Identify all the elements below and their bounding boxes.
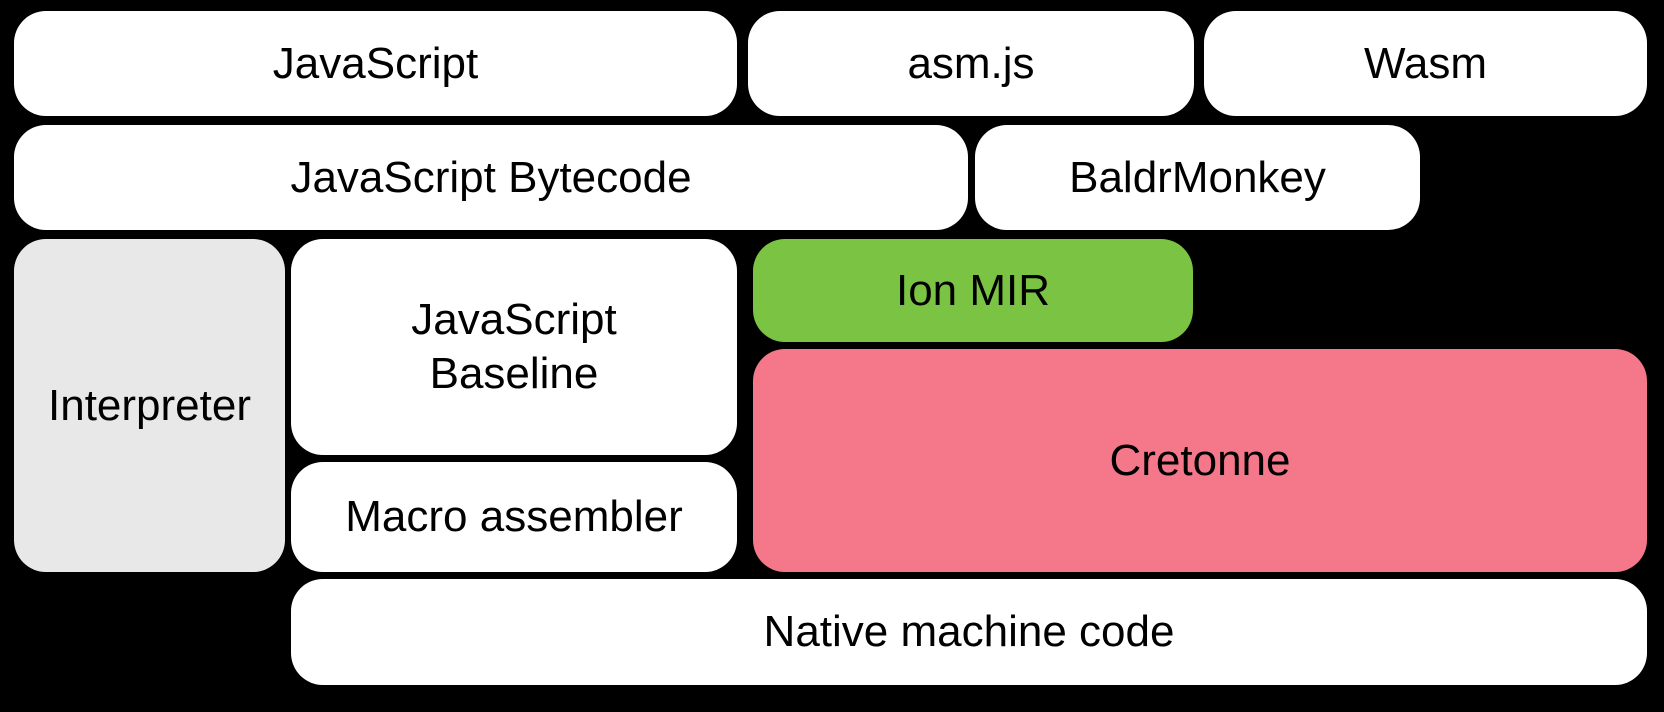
box-wasm: Wasm [1204,11,1647,116]
box-interpreter: Interpreter [14,239,285,572]
box-javascript-bytecode: JavaScript Bytecode [14,125,968,230]
box-ion-mir: Ion MIR [753,239,1193,342]
box-asmjs: asm.js [748,11,1194,116]
box-cretonne: Cretonne [753,349,1647,572]
box-javascript: JavaScript [14,11,737,116]
box-native-machine-code: Native machine code [291,579,1647,685]
box-javascript-baseline: JavaScript Baseline [291,239,737,455]
box-macro-assembler: Macro assembler [291,462,737,572]
box-baldrmonkey: BaldrMonkey [975,125,1420,230]
